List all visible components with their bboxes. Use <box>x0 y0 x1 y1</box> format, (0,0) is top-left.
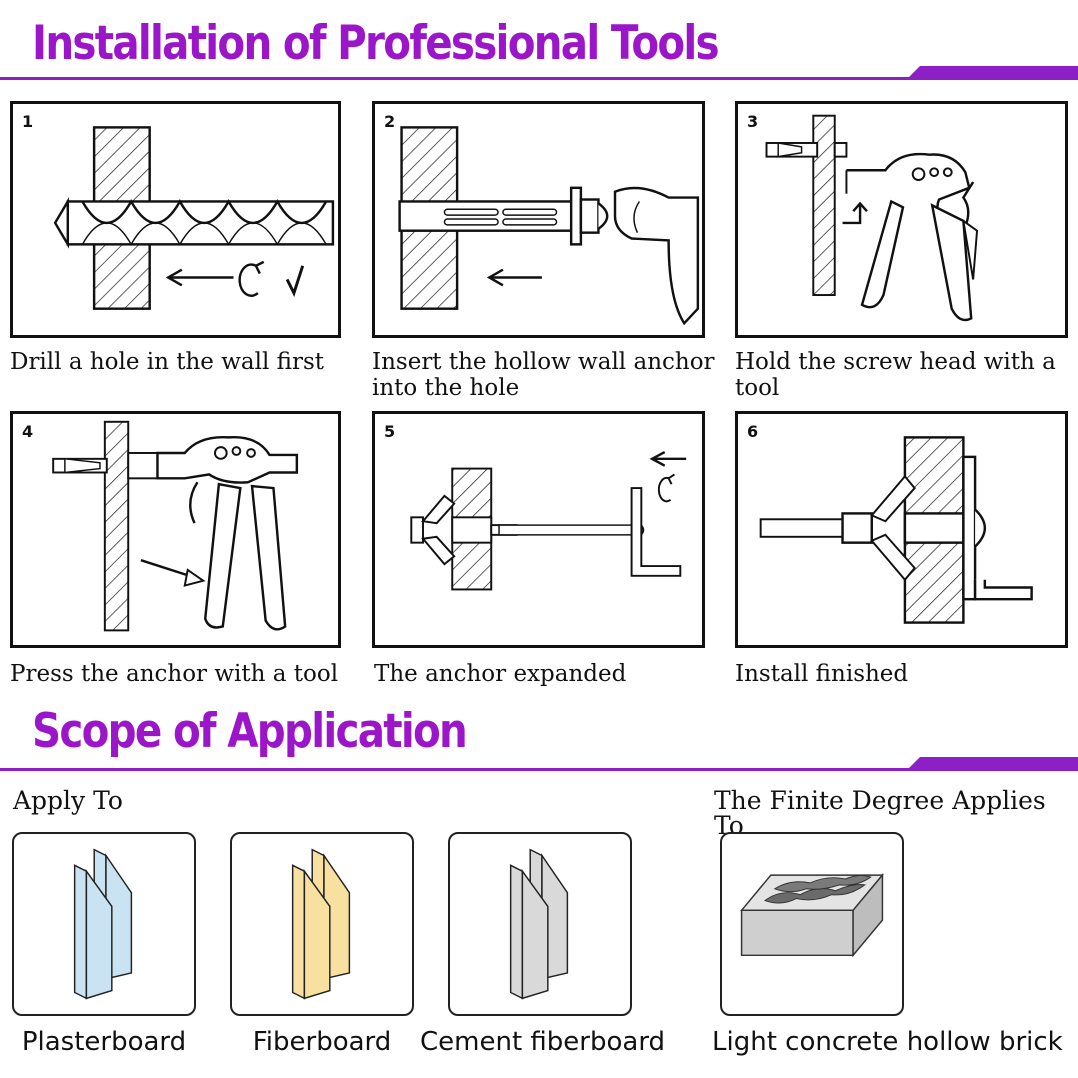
hold-screw-illustration <box>765 114 979 322</box>
step-number: 4 <box>22 422 34 441</box>
scope-divider <box>0 768 1078 771</box>
anchor-expanded-illustration <box>410 450 687 591</box>
apply-to-heading: Apply To <box>13 786 123 815</box>
fiberboard-label: Fiberboard <box>252 1027 392 1057</box>
install-finished-illustration <box>759 436 1033 624</box>
step-number: 5 <box>384 422 396 441</box>
cement-fiberboard-icon <box>509 848 569 1000</box>
scope-accent-bar <box>908 757 1078 769</box>
hollow-brick-card <box>720 832 904 1016</box>
step-2-caption: Insert the hollow wall anchor into the h… <box>372 349 715 401</box>
step-5-panel: 5 <box>372 411 705 648</box>
fiberboard-card <box>230 832 414 1016</box>
step-3-panel: 3 <box>735 101 1068 338</box>
step-4-panel: 4 <box>10 411 341 648</box>
installation-title: Installation of Professional Tools <box>32 16 720 71</box>
cement-fiberboard-card <box>448 832 632 1016</box>
plasterboard-icon <box>73 848 133 1000</box>
scope-title: Scope of Application <box>32 704 468 759</box>
finite-degree-heading: The Finite Degree Applies To <box>714 786 1046 840</box>
hollow-brick-icon <box>739 873 885 958</box>
title-accent-bar <box>908 66 1078 78</box>
fiberboard-icon <box>291 848 351 1000</box>
plasterboard-label: Plasterboard <box>21 1027 187 1057</box>
step-5-caption: The anchor expanded <box>374 661 627 687</box>
step-3-caption: Hold the screw head with a tool <box>735 349 1056 401</box>
step-1-caption: Drill a hole in the wall first <box>10 349 325 375</box>
step-6-caption: Install finished <box>735 661 909 687</box>
hollow-brick-label: Light concrete hollow brick <box>712 1027 1063 1057</box>
step-1-panel: 1 <box>10 101 341 338</box>
step-number: 6 <box>747 422 759 441</box>
step-2-panel: 2 <box>372 101 705 338</box>
insert-anchor-illustration <box>398 126 700 326</box>
step-4-caption: Press the anchor with a tool <box>10 661 339 687</box>
step-number: 3 <box>747 112 759 131</box>
drill-illustration <box>53 126 335 310</box>
step-number: 1 <box>22 112 34 131</box>
step-6-panel: 6 <box>735 411 1068 648</box>
step-number: 2 <box>384 112 396 131</box>
press-anchor-illustration <box>52 420 299 632</box>
cement-fiberboard-label: Cement fiberboard <box>420 1027 666 1057</box>
plasterboard-card <box>12 832 196 1016</box>
title-divider <box>0 77 1078 80</box>
